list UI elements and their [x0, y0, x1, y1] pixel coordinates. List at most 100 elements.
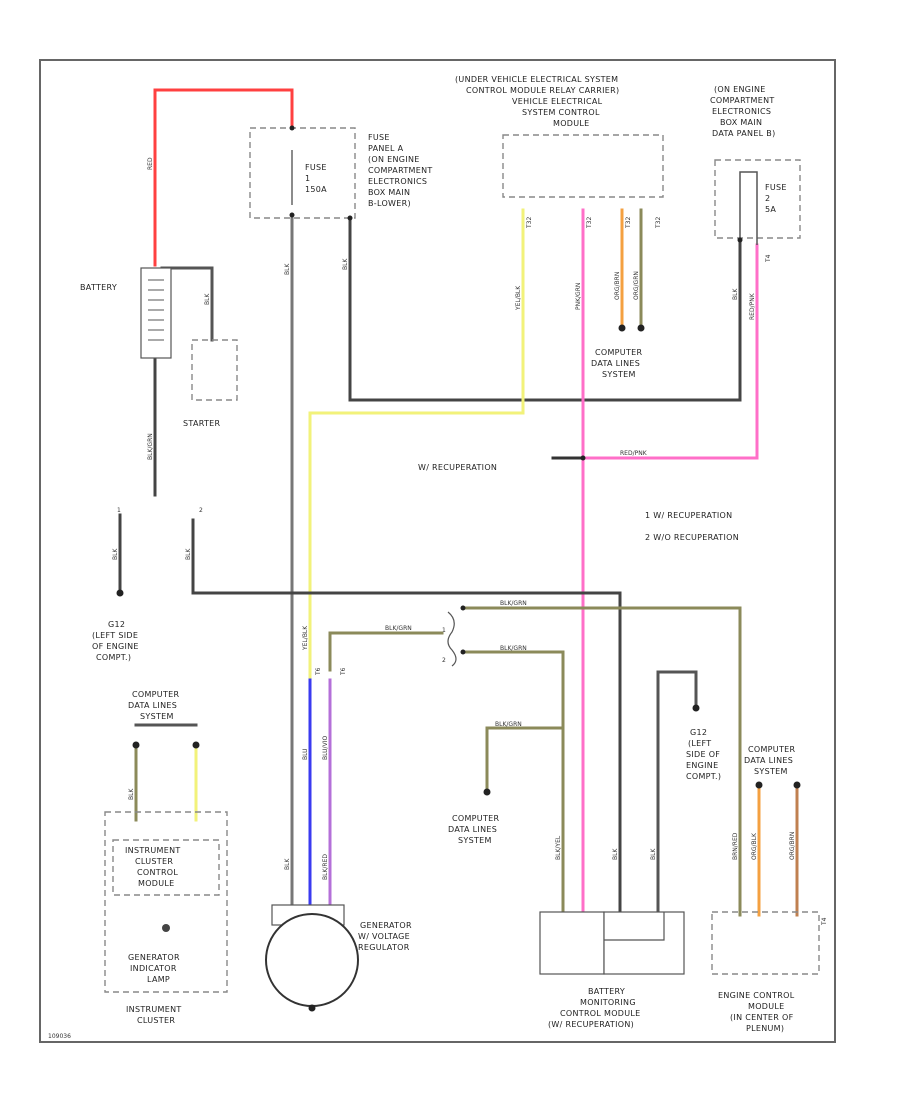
- wire-label-redpnk: RED/PNK: [749, 292, 756, 320]
- wire-label-bms-3: BLK: [650, 848, 657, 860]
- cdl-mid-label: COMPUTER DATA LINES SYSTEM: [448, 814, 499, 845]
- wire-label-olive-1: BLK/GRN: [500, 600, 527, 607]
- wire-label-group: RED BLK BLK BLK BLK/GRN YEL/BLK PNK/GRN …: [112, 157, 796, 880]
- wire-battery-starter: [160, 266, 214, 342]
- wire-label-redpnk-h: RED/PNK: [620, 450, 648, 457]
- pin-1: 1: [442, 627, 446, 634]
- wire-label-bluvio: BLU/VIO: [322, 736, 329, 760]
- svg-text:SYSTEM: SYSTEM: [602, 370, 636, 379]
- fuse-panel-a-box: [249, 127, 356, 219]
- svg-text:REGULATOR: REGULATOR: [358, 943, 410, 952]
- wire-label-yel: YEL/BLK: [515, 285, 522, 311]
- diagram-reference-number: 109036: [48, 1033, 71, 1040]
- pin-t6-2: T6: [315, 667, 322, 676]
- svg-text:(UNDER VEHICLE ELECTRICAL SYST: (UNDER VEHICLE ELECTRICAL SYSTEM: [455, 75, 618, 84]
- battery-cells: [148, 279, 164, 341]
- svg-text:(W/ RECUPERATION): (W/ RECUPERATION): [548, 1020, 634, 1029]
- wire-label-blk-loop: BLK: [185, 548, 192, 560]
- cdl-right-label: COMPUTER DATA LINES SYSTEM: [744, 745, 796, 776]
- svg-text:DATA LINES: DATA LINES: [128, 701, 177, 710]
- svg-text:SYSTEM: SYSTEM: [458, 836, 492, 845]
- ecm-label: ENGINE CONTROL MODULE (IN CENTER OF PLEN…: [718, 991, 795, 1033]
- svg-text:MODULE: MODULE: [748, 1002, 785, 1011]
- wire-bms-ground: [656, 670, 698, 937]
- svg-text:COMPUTER: COMPUTER: [748, 745, 796, 754]
- ecm-box: [711, 911, 820, 975]
- vesc-module-label: (UNDER VEHICLE ELECTRICAL SYSTEM CONTROL…: [455, 75, 619, 128]
- svg-text:CONTROL MODULE: CONTROL MODULE: [560, 1009, 641, 1018]
- svg-text:GENERATOR: GENERATOR: [360, 921, 412, 930]
- pin-t4-ecm: T4: [821, 917, 828, 926]
- svg-text:1: 1: [305, 174, 310, 183]
- pin-t32-4: T32: [655, 217, 662, 229]
- vesc-module-box: [502, 134, 664, 198]
- svg-text:CONTROL: CONTROL: [137, 868, 178, 877]
- wire-label-olive-2: BLK/GRN: [385, 625, 412, 632]
- svg-text:CONTROL MODULE RELAY CARRIER): CONTROL MODULE RELAY CARRIER): [466, 86, 619, 95]
- wire-label-ecm-3: ORG/BRN: [789, 832, 796, 860]
- generator-label: GENERATOR W/ VOLTAGE REGULATOR: [358, 921, 412, 952]
- legend: 1 W/ RECUPERATION 2 W/O RECUPERATION: [645, 511, 739, 542]
- fuse-2-label: FUSE 2 5A: [765, 183, 786, 214]
- wire-label-org: ORG/BRN: [614, 272, 621, 300]
- wire-label-blk-fuse2: BLK: [732, 288, 739, 300]
- svg-text:BATTERY: BATTERY: [588, 987, 625, 996]
- svg-text:ELECTRONICS: ELECTRONICS: [712, 107, 771, 116]
- ic-control-module-box: [112, 839, 220, 896]
- starter-label: STARTER: [183, 419, 221, 428]
- svg-text:W/ VOLTAGE: W/ VOLTAGE: [358, 932, 410, 941]
- svg-text:COMPARTMENT: COMPARTMENT: [368, 166, 433, 175]
- instrument-cluster-box: [104, 811, 228, 993]
- wire-fuse-panel-loop: [348, 216, 742, 402]
- wire-ground-loop: [191, 518, 622, 912]
- fuse-2-symbol: [739, 171, 758, 245]
- g12-left-label: G12 (LEFT SIDE OF ENGINE COMPT.): [92, 620, 138, 662]
- wire-battery-red: [153, 88, 294, 267]
- svg-text:5A: 5A: [765, 205, 776, 214]
- wire-label-olive-4: BLK/GRN: [495, 721, 522, 728]
- wire-label-bms-1: BLK/YEL: [555, 835, 562, 860]
- svg-text:PANEL A: PANEL A: [368, 144, 404, 153]
- wire-label-blk-fuse: BLK: [284, 263, 291, 275]
- wire-label-bms-2: BLK: [612, 848, 619, 860]
- cdl-top-label: COMPUTER DATA LINES SYSTEM: [591, 348, 642, 379]
- svg-text:PLENUM): PLENUM): [746, 1024, 784, 1033]
- legend-item-1: 1 W/ RECUPERATION: [645, 511, 732, 520]
- wire-olive-4: [485, 726, 565, 792]
- wire-olive-3: [463, 650, 565, 912]
- svg-text:2: 2: [765, 194, 770, 203]
- svg-text:COMPT.): COMPT.): [96, 653, 131, 662]
- svg-text:DATA LINES: DATA LINES: [448, 825, 497, 834]
- fuse-panel-a-label: FUSE PANEL A (ON ENGINE COMPARTMENT ELEC…: [368, 133, 433, 208]
- svg-text:ENGINE CONTROL: ENGINE CONTROL: [718, 991, 795, 1000]
- wire-label-olive-3: BLK/GRN: [500, 645, 527, 652]
- svg-text:FUSE: FUSE: [305, 163, 327, 172]
- pin-t4: T4: [765, 254, 772, 263]
- wire-label-red: RED: [147, 157, 154, 170]
- svg-text:COMPT.): COMPT.): [686, 772, 721, 781]
- wire-red-pink: [581, 243, 759, 460]
- svg-text:SYSTEM: SYSTEM: [140, 712, 174, 721]
- svg-text:ELECTRONICS: ELECTRONICS: [368, 177, 427, 186]
- wire-label-blk-gen2: BLK/RED: [322, 854, 329, 880]
- pin-t32-3: T32: [625, 217, 632, 229]
- wire-label-blk-gen: BLK: [284, 858, 291, 870]
- svg-text:GENERATOR: GENERATOR: [128, 953, 180, 962]
- bms-internal-line: [604, 912, 665, 941]
- svg-text:MONITORING: MONITORING: [580, 998, 636, 1007]
- cdl-left-label: COMPUTER DATA LINES SYSTEM: [128, 690, 180, 721]
- svg-text:(LEFT: (LEFT: [688, 739, 711, 748]
- svg-text:CLUSTER: CLUSTER: [135, 857, 173, 866]
- svg-text:MODULE: MODULE: [138, 879, 175, 888]
- svg-text:INSTRUMENT: INSTRUMENT: [126, 1005, 182, 1014]
- svg-text:G12: G12: [690, 728, 707, 737]
- svg-text:150A: 150A: [305, 185, 327, 194]
- generator-symbol: [265, 913, 359, 1007]
- wire-label-ic-1: BLK: [128, 788, 135, 800]
- svg-text:INSTRUMENT: INSTRUMENT: [125, 846, 181, 855]
- svg-text:G12: G12: [108, 620, 125, 629]
- battery-label: BATTERY: [80, 283, 117, 292]
- svg-text:SYSTEM: SYSTEM: [754, 767, 788, 776]
- svg-text:COMPUTER: COMPUTER: [132, 690, 180, 699]
- ic-control-module-label: INSTRUMENT CLUSTER CONTROL MODULE: [125, 846, 181, 888]
